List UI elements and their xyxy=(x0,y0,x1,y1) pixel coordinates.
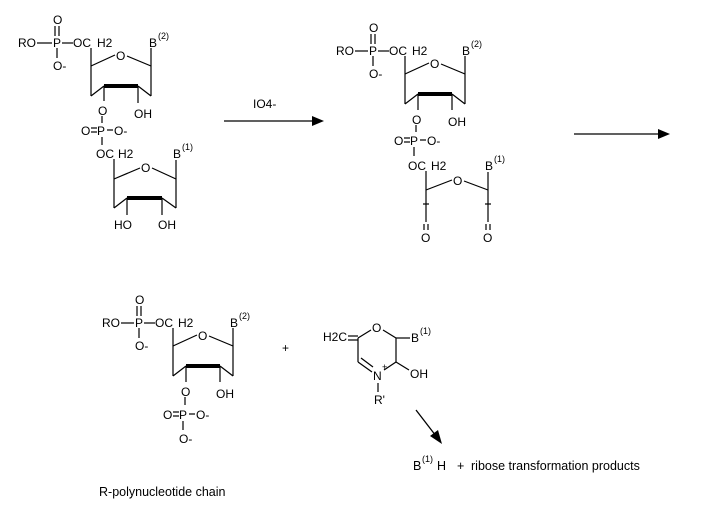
oc-label: OC xyxy=(389,44,407,58)
h2-label: H2 xyxy=(118,147,134,161)
base-superscript: (2) xyxy=(158,31,169,41)
ring-oxygen-label: O xyxy=(372,321,381,335)
h2-label: H2 xyxy=(412,44,428,58)
phosphorus-label: P xyxy=(135,316,143,330)
products-plus-sign: + xyxy=(457,459,464,473)
positive-charge: + xyxy=(382,362,387,372)
h2-label: H2 xyxy=(178,316,194,330)
oxygen-minus-label: O- xyxy=(196,408,209,422)
oc-label: OC xyxy=(408,159,426,173)
base-label: B xyxy=(462,44,470,58)
final-products: B (1) H + ribose transformation products xyxy=(413,454,640,473)
phosphorus-label: P xyxy=(53,36,61,50)
h2c-label: H2C xyxy=(323,330,347,344)
elimination-reaction-arrow xyxy=(574,129,670,139)
base-label: B xyxy=(173,147,181,161)
hydroxyl-label: OH xyxy=(410,367,428,381)
base-superscript: (2) xyxy=(239,311,250,321)
ring-oxygen-label: O xyxy=(116,49,125,63)
aldehyde-oxygen-label: O xyxy=(483,231,492,245)
ring-oxygen-label: O xyxy=(430,57,439,71)
phosphorus-label: P xyxy=(369,44,377,58)
base-label: B xyxy=(149,36,157,50)
hydrolysis-arrow xyxy=(415,409,442,444)
base-superscript: (2) xyxy=(471,39,482,49)
r-prime-label: R' xyxy=(374,393,385,407)
base-superscript: (1) xyxy=(494,154,505,164)
oc-label: OC xyxy=(96,147,114,161)
reagent-label: IO4- xyxy=(253,97,276,111)
oxygen-label: O xyxy=(53,13,62,27)
oxygen-label: O xyxy=(135,293,144,307)
dialdehyde-intermediate-structure: RO P O O- OC H2 O B (2) OH O O P O- xyxy=(336,21,505,245)
oxygen-minus-label: O- xyxy=(427,134,440,148)
phosphorus-label: P xyxy=(179,408,187,422)
ring-oxygen-label: O xyxy=(453,174,462,188)
oxygen-minus-label: O- xyxy=(114,124,127,138)
h2-label: H2 xyxy=(431,159,447,173)
hydroxyl-label: OH xyxy=(216,387,234,401)
base-superscript: (1) xyxy=(182,142,193,152)
oxygen-minus-label: O- xyxy=(179,432,192,446)
oxygen-label: O xyxy=(81,124,90,138)
hydroxyl-label: OH xyxy=(134,107,152,121)
ribose-products-label: ribose transformation products xyxy=(471,459,640,473)
ring-oxygen-label: O xyxy=(198,329,207,343)
phosphorus-label: P xyxy=(97,124,105,138)
nitrogen-label: N xyxy=(373,369,382,383)
oc-label: OC xyxy=(73,36,91,50)
phosphorylated-chain-structure: RO P O O- OC H2 O B (2) OH O O P O- O xyxy=(102,293,250,446)
base-superscript: (1) xyxy=(420,326,431,336)
h2-label: H2 xyxy=(97,36,113,50)
hydroxyl-label: HO xyxy=(114,218,132,232)
oxygen-label: O xyxy=(369,21,378,35)
oxygen-minus-label: O- xyxy=(135,339,148,353)
free-base-superscript: (1) xyxy=(422,454,433,464)
ro-label: RO xyxy=(102,316,120,330)
linking-oxygen-label: O xyxy=(98,104,107,118)
free-base-label: B xyxy=(413,459,421,473)
plus-sign: + xyxy=(282,341,289,355)
base-label: B xyxy=(230,316,238,330)
ring-oxygen-label: O xyxy=(141,161,150,175)
aldehyde-oxygen-label: O xyxy=(421,231,430,245)
morpholine-derivative-structure: H2C O B (1) OH N + R' xyxy=(323,321,431,407)
free-base-hydrogen: H xyxy=(437,459,446,473)
base-label: B xyxy=(411,331,419,345)
base-label: B xyxy=(485,159,493,173)
linking-oxygen-label: O xyxy=(181,385,190,399)
oxygen-label: O xyxy=(163,408,172,422)
oxygen-minus-label: O- xyxy=(369,67,382,81)
oc-label: OC xyxy=(155,316,173,330)
periodate-reaction-arrow: IO4- xyxy=(224,97,324,126)
oxygen-label: O xyxy=(394,134,403,148)
ro-label: RO xyxy=(18,36,36,50)
oxygen-minus-label: O- xyxy=(53,59,66,73)
dinucleotide-structure: RO P O O- OC H2 O B (2) OH O O P O- xyxy=(18,13,193,232)
caption: R-polynucleotide chain xyxy=(99,485,226,499)
phosphorus-label: P xyxy=(410,134,418,148)
linking-oxygen-label: O xyxy=(412,113,421,127)
hydroxyl-label: OH xyxy=(448,115,466,129)
ro-label: RO xyxy=(336,44,354,58)
hydroxyl-label: OH xyxy=(158,218,176,232)
